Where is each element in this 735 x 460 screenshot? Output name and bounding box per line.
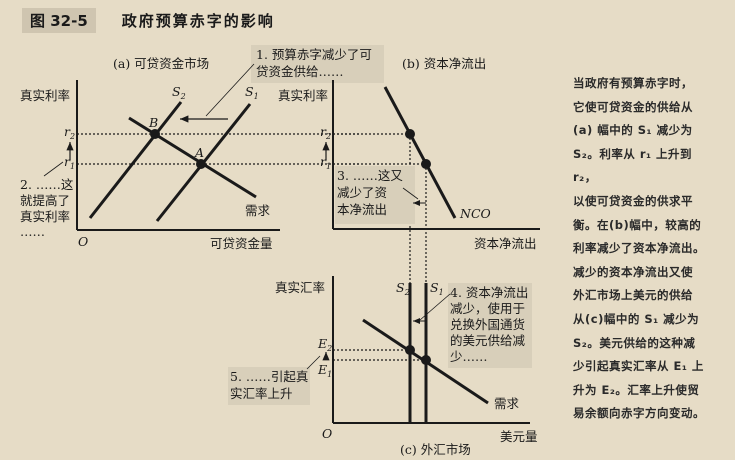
caption-line: S₂。美元供给的这种减 (573, 335, 696, 350)
label-s2: S2 (172, 84, 186, 101)
caption-line: 减少的资本净流出又使 (573, 264, 693, 279)
supply-curve-s2 (88, 101, 183, 219)
annotation-4-leader (419, 293, 451, 321)
figure-number: 图 32-5 (22, 8, 96, 33)
annotation-4-line-1: 4. 资本净流出 (450, 285, 528, 300)
caption-line: 利率减少了资本净流出。 (573, 241, 705, 256)
caption-line: 它使可贷资金的供给从 (573, 99, 693, 114)
fx-label-s2: S2 (396, 280, 410, 297)
label-b: B (148, 115, 158, 130)
panel-a-y-label: 真实利率 (20, 88, 70, 103)
caption-line: (a) 幅中的 S₁ 减少为 (573, 123, 693, 138)
panel-b-x-label: 资本净流出 (474, 236, 537, 251)
figure-caption: 当政府有预算赤字时， 它使可贷资金的供给从 (a) 幅中的 S₁ 减少为 S₂。… (573, 72, 708, 426)
caption-line: S₂。利率从 r₁ 上升到 r₂， (573, 146, 693, 185)
annotation-5-line-2: 实汇率上升 (230, 386, 293, 401)
panel-b-r2: r2 (320, 124, 331, 141)
fx-point-e1 (421, 355, 431, 365)
label-a: A (194, 145, 204, 160)
annotation-1-leader (205, 63, 255, 117)
annotation-4-line-5: 少…… (450, 349, 488, 364)
figure-header: 图 32-5 政府预算赤字的影响 (22, 8, 275, 33)
annotation-2-line-4: …… (20, 224, 45, 239)
panel-c-origin: O (322, 426, 332, 441)
panel-b-y-label: 真实利率 (278, 88, 328, 103)
annotation-3-leader (402, 187, 419, 200)
panel-c-y-label: 真实汇率 (275, 280, 325, 295)
label-demand: 需求 (245, 203, 271, 218)
annotation-3-line-3: 本净流出 (337, 202, 387, 217)
panel-a-x-label: 可贷资金量 (210, 236, 273, 251)
point-b (150, 129, 160, 139)
annotation-2-line-3: 真实利率 (20, 209, 70, 224)
caption-line: 以使可贷资金的供求平 (573, 193, 693, 208)
annotation-2-leader (43, 161, 64, 177)
panel-c-foreign-exchange: 真实汇率 美元量 O (c) 外汇市场 S2 S1 需求 E2 E1 4. 资本… (228, 276, 538, 457)
fx-e1: E1 (317, 362, 332, 379)
label-s1: S1 (245, 84, 259, 101)
annotation-2-line-2: 就提高了 (20, 193, 70, 208)
panel-c-title: (c) 外汇市场 (400, 442, 471, 457)
caption-line: 从(c)幅中的 S₁ 减少为 (573, 311, 700, 326)
caption-line: 升为 E₂。汇率上升使贸 (573, 382, 700, 397)
caption-line: 衡。在(b)幅中，较高的 (573, 217, 702, 232)
demand-curve (128, 116, 257, 199)
annotation-5-line-1: 5. ……引起真 (230, 369, 308, 384)
panel-a-loanable-funds: (a) 可贷资金市场 1. 预算赤字减少了可 贷资金供给…… 真实利率 可贷资金… (20, 45, 384, 251)
figure-title: 政府预算赤字的影响 (121, 12, 275, 30)
annotation-2-line-1: 2. ……这 (20, 177, 74, 192)
annotation-1-bg (251, 45, 384, 83)
panel-a-r2: r2 (64, 124, 75, 141)
annotation-5-bg (228, 367, 310, 405)
caption-line: 外汇市场上美元的供给 (573, 288, 693, 303)
nco-curve (383, 86, 457, 219)
annotation-1-line-1: 1. 预算赤字减少了可 (256, 47, 372, 62)
panel-b-r1: r1 (320, 154, 331, 171)
point-a (196, 159, 206, 169)
panel-b-title: (b) 资本净流出 (402, 56, 486, 71)
fx-point-e2 (405, 345, 415, 355)
annotation-1-line-2: 贷资金供给…… (256, 64, 344, 79)
annotation-4-line-2: 减少，使用于 (450, 301, 525, 316)
panel-a-title: (a) 可贷资金市场 (113, 56, 209, 71)
caption-line: 当政府有预算赤字时， (573, 76, 693, 90)
annotation-3-line-1: 3. ……这又 (337, 168, 403, 183)
panel-a-origin: O (78, 234, 88, 249)
panel-c-x-label: 美元量 (500, 429, 538, 444)
caption-line: 少引起真实汇率从 E₁ 上 (573, 359, 704, 374)
fx-label-demand: 需求 (494, 396, 520, 411)
annotation-5-leader (306, 355, 321, 370)
panel-b-net-capital-outflow: (b) 资本净流出 真实利率 资本净流出 r2 r1 NCO 3. ……这又 减… (278, 56, 540, 283)
annotation-4-line-3: 兑换外国通货 (450, 317, 525, 332)
annotation-4-bg (448, 283, 532, 368)
caption-line: 易余额向赤字方向变动。 (573, 406, 705, 421)
annotation-3-bg (335, 166, 415, 224)
annotation-4-line-4: 的美元供给减 (450, 333, 526, 348)
fx-label-s1: S1 (430, 280, 444, 297)
label-nco: NCO (459, 206, 491, 221)
fx-e2: E2 (317, 336, 332, 353)
annotation-3-line-2: 减少了资 (337, 185, 387, 200)
panel-a-r1: r1 (64, 154, 75, 171)
